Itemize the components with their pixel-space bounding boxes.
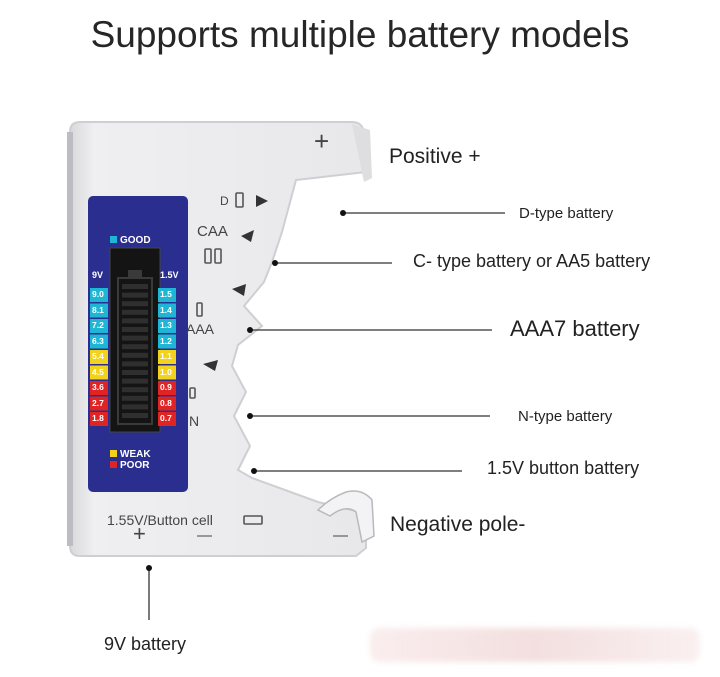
bottom-plus-mark: + [133, 521, 146, 546]
left-scale-value: 2.7 [92, 397, 104, 408]
n-battery-icon [189, 387, 196, 399]
lcd-segment [122, 292, 148, 298]
right-scale-value: 0.7 [160, 413, 172, 423]
n-type-pointer-dot [247, 413, 253, 419]
right-scale-header: 1.5V [160, 270, 179, 280]
right-scale-block [158, 412, 176, 426]
left-scale-header: 9V [92, 270, 104, 280]
right-scale-block [158, 303, 176, 318]
right-scale-value: 1.4 [160, 304, 172, 315]
left-scale-block [90, 381, 108, 395]
weak-label: WEAK [120, 449, 151, 460]
button-cell-icon [243, 515, 263, 525]
caa-battery-icon-1 [204, 248, 212, 264]
right-scale-block [158, 319, 176, 333]
lcd-segment [122, 318, 148, 324]
lcd-segment [122, 344, 148, 350]
left-scale-value: 5.4 [92, 351, 104, 361]
right-scale-value: 1.2 [160, 335, 172, 346]
weak-legend-marker [110, 450, 117, 457]
right-scale-block [158, 365, 176, 380]
slot-n-label: N [189, 413, 200, 429]
nine-volt-pointer-dot [146, 565, 152, 571]
lcd-segment [122, 301, 148, 307]
right-scale-value: 0.9 [160, 382, 172, 392]
good-legend-marker [110, 236, 117, 243]
left-scale-value: 9.0 [92, 289, 104, 299]
n-type-callout: N-type battery [518, 408, 613, 425]
right-scale-value: 1.3 [160, 320, 172, 330]
aaa7-pointer-dot [247, 327, 253, 333]
negative-contact-bracket [316, 490, 375, 544]
aaa-slot-arrow-icon [232, 284, 246, 296]
slot-aaa-label: AAA [186, 321, 215, 337]
left-scale-block [90, 319, 108, 333]
negative-callout: Negative pole- [390, 513, 526, 536]
d-type-pointer-dot [340, 210, 346, 216]
aaa7-callout: AAA7 battery [510, 316, 640, 341]
caa-slot-arrow-icon [241, 230, 254, 242]
right-scale-value: 1.1 [160, 351, 172, 361]
page-title: Supports multiple battery models [90, 14, 630, 55]
left-scale-value: 8.1 [92, 304, 104, 315]
left-scale-value: 7.2 [92, 320, 104, 330]
aaa-battery-icon [196, 302, 203, 317]
poor-legend-marker [110, 461, 117, 468]
lcd-segment [122, 284, 148, 289]
lcd-segment [122, 335, 148, 341]
slot-caa-label: CAA [197, 223, 228, 240]
lcd-segment [122, 395, 148, 401]
caa-battery-icon-2 [214, 248, 222, 264]
right-scale-block [158, 381, 176, 395]
left-scale-value: 3.6 [92, 382, 104, 392]
good-label: GOOD [120, 235, 151, 246]
lcd-segment [122, 378, 148, 384]
right-scale-block [158, 350, 176, 364]
left-scale-block [90, 350, 108, 364]
lcd-segment [122, 327, 148, 332]
lcd-segment [122, 361, 148, 367]
lcd-segment [122, 370, 148, 375]
right-scale-block [158, 334, 176, 349]
right-scale-block [158, 288, 176, 302]
n-slot-arrow-icon [203, 360, 218, 371]
d-battery-icon [235, 192, 244, 208]
right-minus-mark: — [333, 527, 348, 544]
right-scale-value: 0.8 [160, 397, 172, 408]
slot-d-label: D [220, 194, 229, 208]
lcd-battery-cap [128, 270, 142, 278]
lcd-segment [122, 309, 148, 315]
left-scale-block [90, 412, 108, 426]
left-scale-value: 6.3 [92, 335, 104, 346]
lcd-segment [122, 352, 148, 358]
lcd-segment [122, 404, 148, 410]
left-scale-block [90, 303, 108, 318]
bottom-button-cell-label: 1.55V/Button cell [107, 512, 213, 528]
right-scale-block [158, 396, 176, 411]
bottom-minus-mark: — [197, 527, 212, 544]
poor-label: POOR [120, 460, 150, 471]
button-callout: 1.5V button battery [487, 458, 640, 478]
c-type-callout: C- type battery or AA5 battery [413, 251, 651, 271]
blurred-watermark [370, 628, 700, 662]
right-scale-value: 1.5 [160, 289, 172, 299]
right-scale-value: 1.0 [160, 366, 172, 377]
positive-callout: Positive + [389, 145, 481, 168]
left-scale-block [90, 365, 108, 380]
lcd-segment [122, 387, 148, 393]
nine-volt-callout: 9V battery [104, 634, 187, 654]
left-scale-block [90, 288, 108, 302]
left-scale-block [90, 396, 108, 411]
left-scale-value: 4.5 [92, 366, 104, 377]
lcd-segment [122, 413, 148, 418]
c-type-pointer-dot [272, 260, 278, 266]
left-scale-value: 1.8 [92, 413, 104, 423]
button-pointer-dot [251, 468, 257, 474]
left-scale-block [90, 334, 108, 349]
d-type-callout: D-type battery [519, 205, 614, 222]
positive-terminal-mark: + [314, 126, 330, 156]
d-slot-arrow-icon [256, 195, 268, 207]
